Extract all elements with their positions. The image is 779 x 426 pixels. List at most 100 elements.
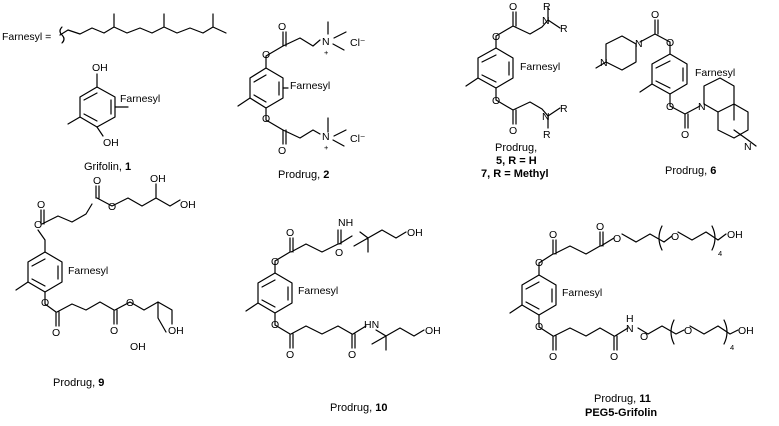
prodrug10-ring — [257, 272, 293, 314]
prodrug6-n2: N — [600, 57, 608, 69]
prodrug11-caption: Prodrug, 11 — [594, 393, 651, 405]
prodrug9-oh4: OH — [130, 341, 146, 353]
prodrug9-ring — [27, 251, 63, 293]
prodrug11-farnesyl-label: Farnesyl — [562, 287, 602, 299]
prodrug11-top-chain — [538, 231, 727, 276]
grifolin-structure: OH OH Farnesyl Grifolin, 1 — [67, 62, 160, 173]
prodrug10-o1: O — [286, 227, 294, 239]
prodrug11-o2: O — [549, 229, 557, 241]
prodrug6-o4: O — [681, 129, 689, 141]
prodrug10-o4: O — [271, 319, 279, 331]
prodrug6-farnesyl-label: Farnesyl — [695, 67, 735, 79]
prodrug11-oh2: OH — [738, 325, 754, 337]
prodrug57-o1: O — [492, 31, 500, 43]
grifolin-farnesyl-label: Farnesyl — [120, 93, 160, 105]
prodrug10-top-chain — [274, 229, 407, 274]
prodrug11-o6: O — [535, 321, 543, 333]
farnesyl-def-label: Farnesyl = — [2, 31, 51, 43]
prodrug6-o1: O — [666, 37, 674, 49]
prodrug2-top-ester — [265, 31, 321, 69]
prodrug6-bottom-carbamate — [669, 93, 701, 129]
prodrug11-top-bracket — [658, 225, 716, 251]
prodrug11-caption-line2: PEG5-Grifolin — [585, 407, 657, 419]
prodrug2-methyls — [237, 21, 347, 147]
prodrug57-ring — [477, 47, 514, 89]
prodrug2-plus2: + — [324, 143, 329, 152]
prodrug2-bottom-ester — [265, 107, 321, 145]
grifolin-ring — [79, 86, 116, 128]
prodrug11-oh1: OH — [727, 229, 743, 241]
grifolin-oh-bonds — [67, 73, 129, 137]
prodrug2-cl2: Cl⁻ — [350, 133, 365, 145]
prodrug9-o1: O — [34, 219, 42, 231]
prodrug6-n1: N — [635, 38, 643, 50]
prodrug6-n4: N — [744, 141, 752, 153]
prodrug10-bottom-chain — [245, 302, 425, 351]
prodrug10-nh: NH — [338, 217, 353, 229]
prodrug11-structure: O O O O O 4 OH O O O H N O O 4 OH Farnes… — [509, 221, 754, 419]
prodrug11-ring — [521, 274, 557, 316]
prodrug9-farnesyl-label: Farnesyl — [68, 265, 108, 277]
grifolin-caption: Grifolin, 1 — [84, 161, 131, 173]
prodrug57-r4: R — [560, 103, 568, 115]
prodrug10-o5: O — [286, 349, 294, 361]
prodrug57-caption-line3: 7, R = Methyl — [481, 168, 549, 180]
prodrug57-r3: R — [543, 129, 551, 141]
prodrug57-o4: O — [509, 125, 517, 137]
prodrug10-o6: O — [348, 349, 356, 361]
prodrug11-o8: O — [610, 351, 618, 363]
prodrug9-o5: O — [41, 297, 49, 309]
prodrug9-o3: O — [93, 175, 101, 187]
prodrug11-sub4-bottom: 4 — [730, 343, 734, 352]
prodrug11-o5: O — [671, 231, 679, 243]
farnesyl-wavy-bond — [59, 26, 65, 44]
prodrug57-o2: O — [509, 1, 517, 13]
prodrug9-structure: O O O O OH OH O O O O OH OH Farnesyl Pro… — [15, 173, 196, 389]
prodrug11-sub4-top: 4 — [718, 249, 722, 258]
prodrug10-oh1: OH — [407, 227, 423, 239]
grifolin-oh-bottom: OH — [103, 137, 119, 149]
prodrug57-farnesyl-label: Farnesyl — [520, 61, 560, 73]
prodrug6-caption: Prodrug, 6 — [665, 165, 716, 177]
prodrug9-oh3: OH — [168, 325, 184, 337]
prodrug2-n1: N — [322, 36, 330, 48]
prodrug9-o7: O — [110, 325, 118, 337]
prodrug2-farnesyl-label: Farnesyl — [290, 80, 330, 92]
prodrug10-hn: HN — [364, 319, 379, 331]
prodrug11-o10: O — [684, 325, 692, 337]
prodrug57-bottom-arm — [465, 77, 561, 129]
prodrug2-o2: O — [278, 21, 286, 33]
prodrug6-o2: O — [651, 9, 659, 21]
prodrug11-bottom-bracket — [670, 319, 728, 345]
prodrug10-o3: O — [335, 247, 343, 259]
prodrug9-o8: O — [126, 297, 134, 309]
prodrug6-ring — [651, 53, 688, 95]
prodrug57-r2: R — [560, 23, 568, 35]
prodrug57-n1: N — [542, 15, 550, 27]
farnesyl-definition: Farnesyl = — [2, 13, 227, 44]
prodrug11-o3: O — [596, 221, 604, 233]
prodrug10-oh2: OH — [425, 325, 441, 337]
prodrug2-o3: O — [262, 113, 270, 125]
prodrug57-caption-line1: Prodrug, — [495, 142, 537, 154]
prodrug11-o1: O — [535, 257, 543, 269]
prodrug57-caption-line2: 5, R = H — [496, 155, 537, 167]
prodrug57-o3: O — [492, 95, 500, 107]
prodrug11-o7: O — [549, 351, 557, 363]
prodrug6-structure: O O O O N N N N Farnesyl Prodrug, 6 — [595, 9, 757, 177]
prodrug6-top-carbamate — [639, 19, 671, 55]
prodrug57-n2: N — [542, 111, 550, 123]
prodrug6-bottom-piperazine — [639, 77, 757, 147]
prodrug57-top-arm — [495, 7, 561, 49]
prodrug2-caption: Prodrug, 2 — [278, 169, 329, 181]
prodrug9-oh1: OH — [150, 173, 166, 185]
prodrug6-top-piperazine — [595, 35, 637, 71]
prodrug9-bottom-chain — [15, 281, 173, 333]
prodrug11-bottom-chain — [509, 304, 739, 351]
prodrug9-o4: O — [108, 201, 116, 213]
prodrug6-n3: N — [698, 101, 706, 113]
prodrug11-h: H — [626, 313, 634, 325]
grifolin-oh-top: OH — [92, 62, 108, 74]
prodrug11-n: N — [626, 323, 634, 335]
